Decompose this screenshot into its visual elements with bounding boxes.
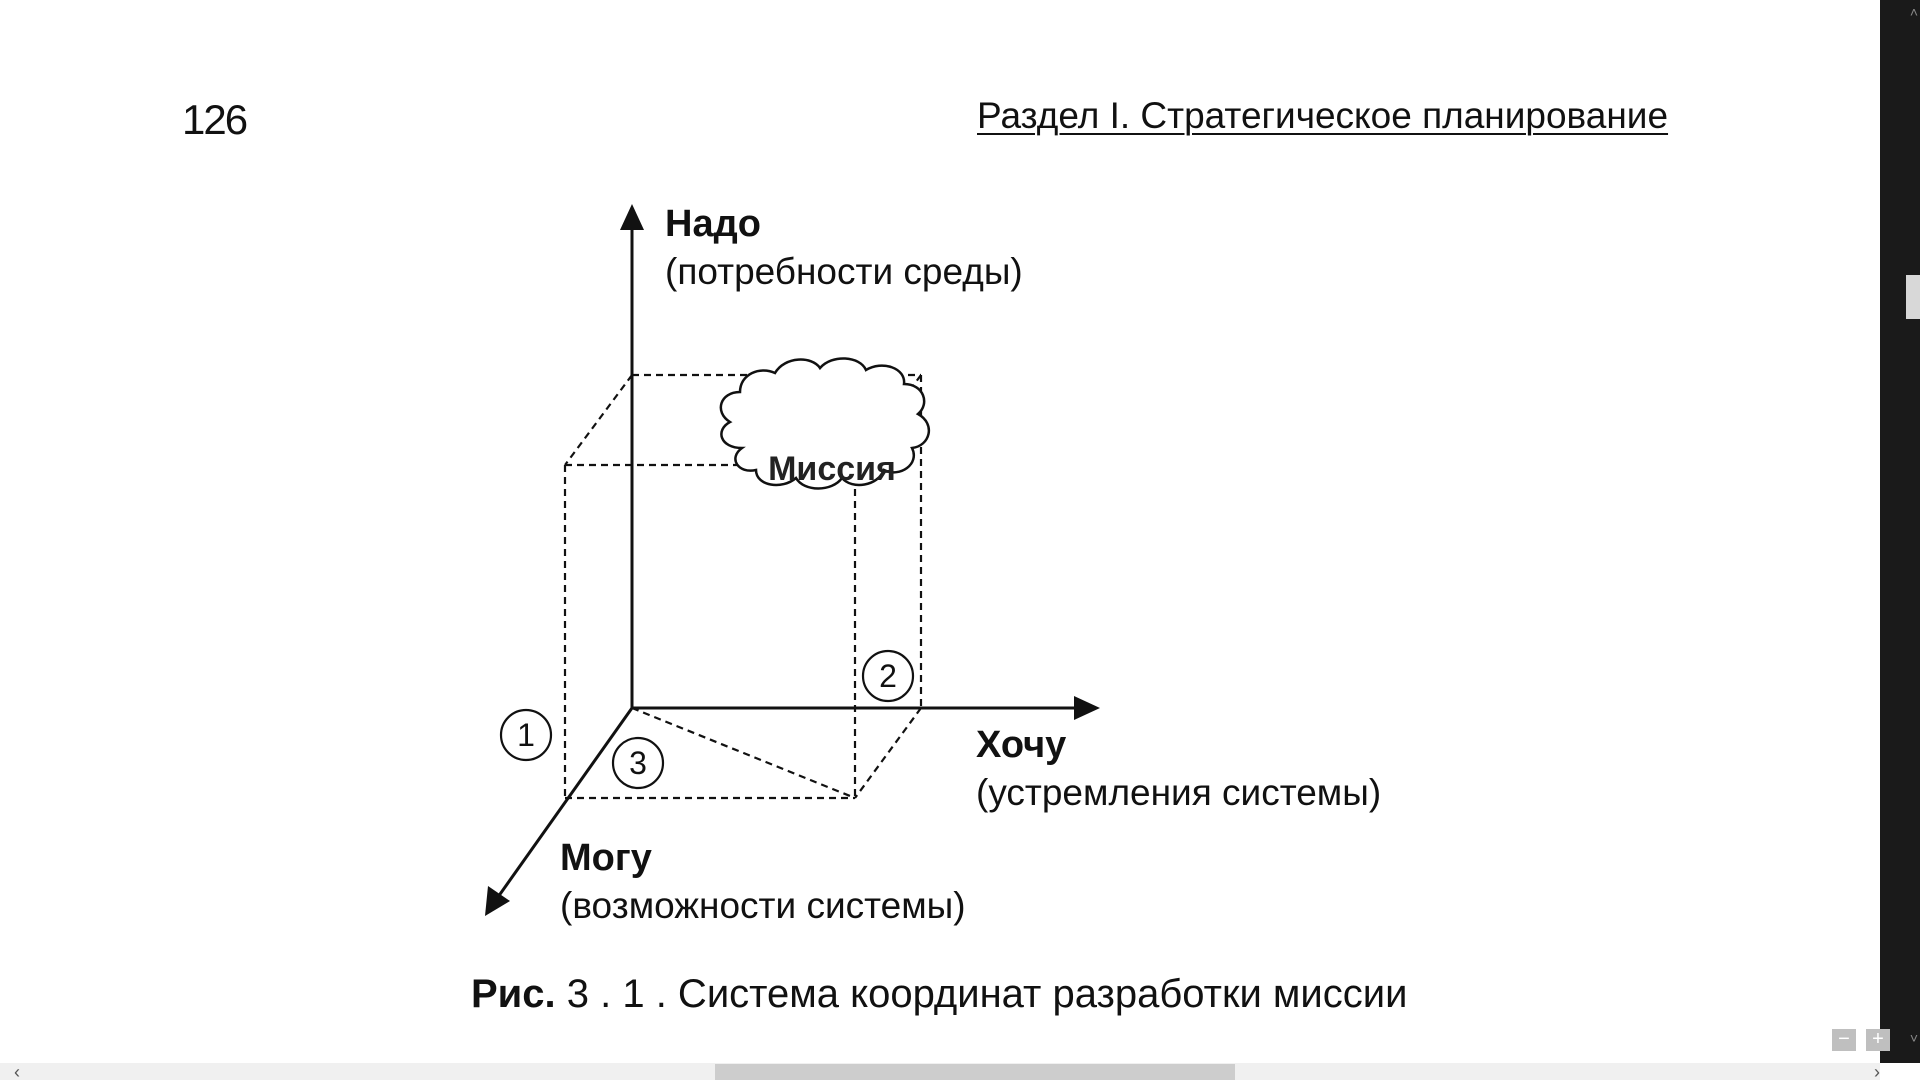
- marker-3-label: 3: [629, 745, 647, 781]
- dashed-cube: [563, 373, 923, 800]
- scroll-right-icon[interactable]: ›: [1874, 1062, 1880, 1082]
- document-page: 126 Раздел I. Стратегическое планировани…: [182, 95, 1669, 1017]
- running-head: Раздел I. Стратегическое планирование: [977, 95, 1669, 136]
- marker-3: 3: [611, 736, 665, 790]
- mission-cloud: Миссия: [719, 357, 931, 490]
- marker-2: 2: [861, 649, 915, 703]
- horizontal-scroll-thumb[interactable]: [715, 1064, 1235, 1080]
- caption-text: 3 . 1 . Система координат разработки мис…: [555, 972, 1408, 1016]
- arrow-up-icon: [620, 204, 644, 230]
- marker-1: 1: [499, 708, 553, 762]
- mission-coordinate-diagram: Миссия 1 2 3 Надо (потребности среды) Хо…: [485, 203, 1381, 926]
- axis-depth-subtitle: (возможности системы): [560, 885, 966, 926]
- axes: [496, 218, 1083, 898]
- cloud-label: Миссия: [768, 450, 896, 488]
- figure-caption: Рис. 3 . 1 . Система координат разработк…: [471, 972, 1407, 1017]
- zoom-out-button[interactable]: −: [1832, 1029, 1856, 1051]
- marker-1-label: 1: [517, 717, 535, 753]
- zoom-in-button[interactable]: +: [1866, 1029, 1890, 1051]
- caption-label: Рис.: [471, 972, 556, 1016]
- axis-depth-title: Могу: [560, 837, 652, 879]
- vertical-scrollbar[interactable]: [1880, 0, 1920, 1063]
- scroll-down-icon[interactable]: ˅: [1909, 1030, 1919, 1046]
- page-number: 126: [182, 96, 248, 143]
- scroll-left-icon[interactable]: ‹: [14, 1062, 20, 1082]
- marker-2-label: 2: [879, 658, 897, 694]
- vertical-scroll-thumb[interactable]: [1906, 275, 1920, 319]
- axis-horizontal-subtitle: (устремления системы): [976, 772, 1381, 813]
- axis-vertical-subtitle: (потребности среды): [665, 251, 1023, 292]
- axis-depth: [496, 707, 634, 898]
- arrow-right-icon: [1074, 696, 1100, 720]
- axis-horizontal-title: Хочу: [976, 724, 1066, 766]
- scroll-up-icon[interactable]: ˄: [1909, 4, 1919, 20]
- arrow-down-left-icon: [485, 886, 510, 916]
- axis-vertical-title: Надо: [665, 203, 761, 245]
